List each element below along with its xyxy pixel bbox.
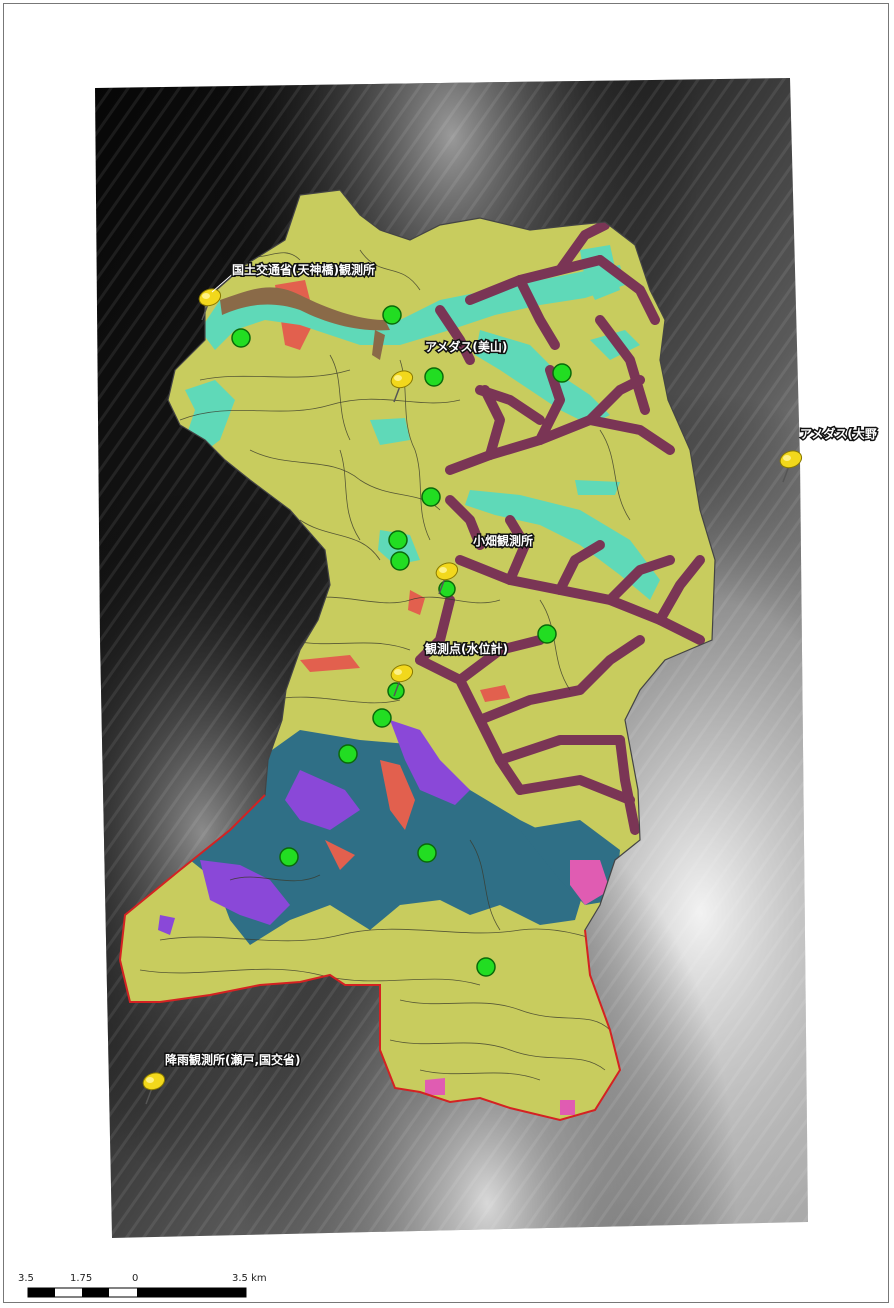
purple-unit — [390, 720, 470, 805]
station-labels: 国土交通省(天神橋)観測所 アメダス(美山) アメダス(大野 小畑観測所 観測点… — [164, 261, 879, 1069]
label-tenjinbashi: 国土交通省(天神橋)観測所 — [232, 262, 375, 277]
station-point — [421, 487, 441, 507]
pink-unit — [570, 860, 610, 905]
dark-teal-unit — [190, 730, 590, 945]
label-water-level: 観測点(水位計) — [425, 641, 508, 656]
label-obata: 小畑観測所 — [473, 533, 533, 548]
scale-bar: 3.5 1.75 0 3.5 km — [18, 1273, 267, 1298]
scale-tick-label: 3.5 — [18, 1273, 34, 1284]
station-point — [372, 708, 392, 728]
geology-boundaries — [139, 249, 631, 1081]
scale-tick-label: 0 — [132, 1273, 138, 1284]
pushpin-icon — [435, 562, 459, 595]
station-point — [537, 624, 557, 644]
scale-tick-label: 3.5 km — [232, 1273, 267, 1284]
station-point — [476, 957, 496, 977]
station-point — [388, 530, 408, 550]
pushpin-icon — [390, 370, 414, 403]
station-point — [231, 328, 251, 348]
pushpin-icon — [198, 288, 222, 321]
station-point — [552, 363, 572, 383]
river-strip — [220, 287, 390, 331]
station-point — [424, 367, 444, 387]
label-amedas-mikawa: アメダス(美山) — [425, 339, 507, 354]
river-valleys — [415, 220, 705, 835]
station-point — [382, 305, 402, 325]
label-seto: 降雨観測所(瀬戸,国交省) — [165, 1052, 301, 1067]
pushpins — [142, 288, 803, 1105]
label-amedas-ono: アメダス(大野 — [800, 426, 877, 441]
station-point — [417, 843, 437, 863]
scale-tick-label: 1.75 — [70, 1273, 92, 1284]
basin-red-boundary — [119, 794, 622, 1122]
station-point — [390, 551, 410, 571]
pushpin-icon — [779, 450, 803, 483]
station-point — [279, 847, 299, 867]
pushpin-icon — [390, 664, 414, 697]
station-point — [338, 744, 358, 764]
geology-basin — [119, 189, 716, 1122]
pushpin-icon — [142, 1072, 166, 1105]
